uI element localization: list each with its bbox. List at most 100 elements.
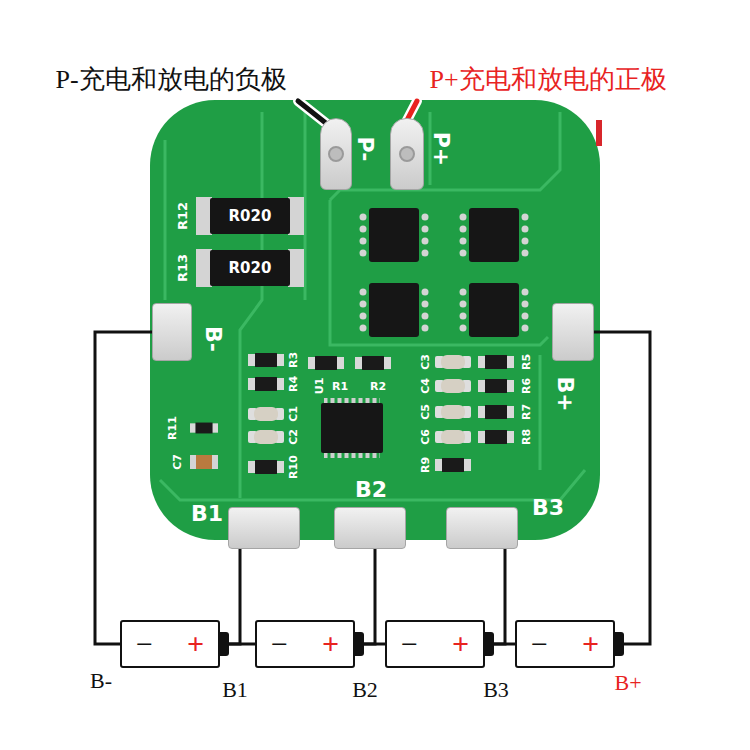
mosfet-chip xyxy=(360,208,429,262)
diode-symbol xyxy=(190,423,218,434)
resistor-symbol xyxy=(248,353,284,367)
battery-minus: − xyxy=(531,629,548,659)
terminal-label: B- xyxy=(90,670,112,692)
component-label: R13 xyxy=(176,254,189,282)
pad-label: P+ xyxy=(430,132,452,167)
terminal-label: B1 xyxy=(222,679,248,701)
pcb-board xyxy=(150,100,600,540)
battery-plus: + xyxy=(582,629,599,659)
resistor-symbol xyxy=(478,355,514,369)
component-label: C2 xyxy=(288,429,299,445)
solder-pad: B+ xyxy=(552,303,594,361)
pad-hole xyxy=(328,146,344,162)
resistor-symbol xyxy=(248,377,284,391)
mosfet-chip xyxy=(360,283,429,337)
battery-cell: −+ xyxy=(120,620,220,668)
battery-terminal xyxy=(220,632,229,656)
wire xyxy=(485,549,505,644)
pad-label: B2 xyxy=(355,479,387,501)
component-label: R1 xyxy=(332,381,348,392)
battery-cell: −+ xyxy=(515,620,615,668)
resistor-symbol xyxy=(355,356,391,370)
battery-plus: + xyxy=(452,629,469,659)
pad-label: B- xyxy=(202,326,224,352)
solder-pad: P+ xyxy=(390,118,424,190)
component-label: R10 xyxy=(288,455,299,479)
component-label: U1 xyxy=(314,378,325,395)
protection-ic xyxy=(321,403,383,453)
trace xyxy=(164,140,167,300)
copper-traces xyxy=(160,112,585,500)
component-label: C7 xyxy=(172,454,183,470)
battery-terminal xyxy=(485,632,494,656)
solder-pad: B- xyxy=(152,303,192,361)
battery-minus: − xyxy=(136,629,153,659)
resistor-symbol xyxy=(478,430,514,444)
pad-label: B3 xyxy=(532,497,564,519)
mosfet-chip xyxy=(460,283,529,337)
component-label: C3 xyxy=(420,354,431,370)
battery-plus: + xyxy=(187,629,204,659)
battery-terminal xyxy=(355,632,364,656)
solder-pad: B2 xyxy=(334,507,406,549)
trace xyxy=(539,355,542,470)
capacitor-symbol xyxy=(435,355,471,369)
solder-pad: B1 xyxy=(228,507,300,549)
component-label: R8 xyxy=(521,429,532,445)
capacitor-end xyxy=(211,455,218,469)
battery-plus: + xyxy=(322,629,339,659)
capacitor-symbol xyxy=(435,405,471,419)
component-label: R7 xyxy=(521,404,532,420)
capacitor-symbol xyxy=(248,407,284,421)
terminal-label: B3 xyxy=(483,679,509,701)
solder-pad: B3 xyxy=(446,507,518,549)
battery-minus: − xyxy=(271,629,288,659)
capacitor-symbol xyxy=(248,430,284,444)
resistor-symbol xyxy=(248,460,284,474)
capacitor-symbol xyxy=(435,379,471,393)
capacitor-end xyxy=(190,455,197,469)
callout-text: P+充电和放电的正极 xyxy=(429,67,666,93)
terminal-label: B2 xyxy=(352,679,378,701)
battery-cell: −+ xyxy=(255,620,355,668)
board-edge-mark xyxy=(596,120,602,146)
component-label: R9 xyxy=(420,457,431,473)
shunt-resistor xyxy=(210,250,290,286)
pad-hole xyxy=(399,146,415,162)
component-label: C1 xyxy=(288,406,299,422)
resistor-end xyxy=(288,197,304,235)
trace xyxy=(160,470,585,500)
solder-pad: P- xyxy=(320,118,352,190)
resistor-end xyxy=(288,249,304,287)
component-label: R12 xyxy=(176,202,189,230)
resistor-symbol xyxy=(478,379,514,393)
component-label: R5 xyxy=(521,354,532,370)
resistor-end xyxy=(196,249,212,287)
resistor-end xyxy=(196,197,212,235)
pad-label: B1 xyxy=(191,503,223,525)
leader-outline xyxy=(298,101,327,124)
capacitor-symbol xyxy=(196,455,212,469)
component-label: C4 xyxy=(420,378,431,394)
capacitor-symbol xyxy=(435,430,471,444)
trace xyxy=(330,200,548,345)
resistor-symbol xyxy=(435,458,471,472)
shunt-resistor xyxy=(210,198,290,234)
component-label: C6 xyxy=(420,429,431,445)
component-label: R6 xyxy=(521,378,532,394)
pad-label: B+ xyxy=(554,376,576,411)
component-label: R2 xyxy=(370,381,386,392)
resistor-marking: R020 xyxy=(229,209,272,224)
pad-label: P- xyxy=(354,137,376,162)
component-label: R4 xyxy=(288,376,299,392)
wire xyxy=(355,549,375,644)
wire xyxy=(220,549,240,644)
battery-terminal xyxy=(615,632,624,656)
resistor-symbol xyxy=(478,405,514,419)
trace xyxy=(239,350,242,498)
mosfet-chip xyxy=(460,208,529,262)
battery-minus: − xyxy=(401,629,418,659)
trace xyxy=(330,112,560,200)
